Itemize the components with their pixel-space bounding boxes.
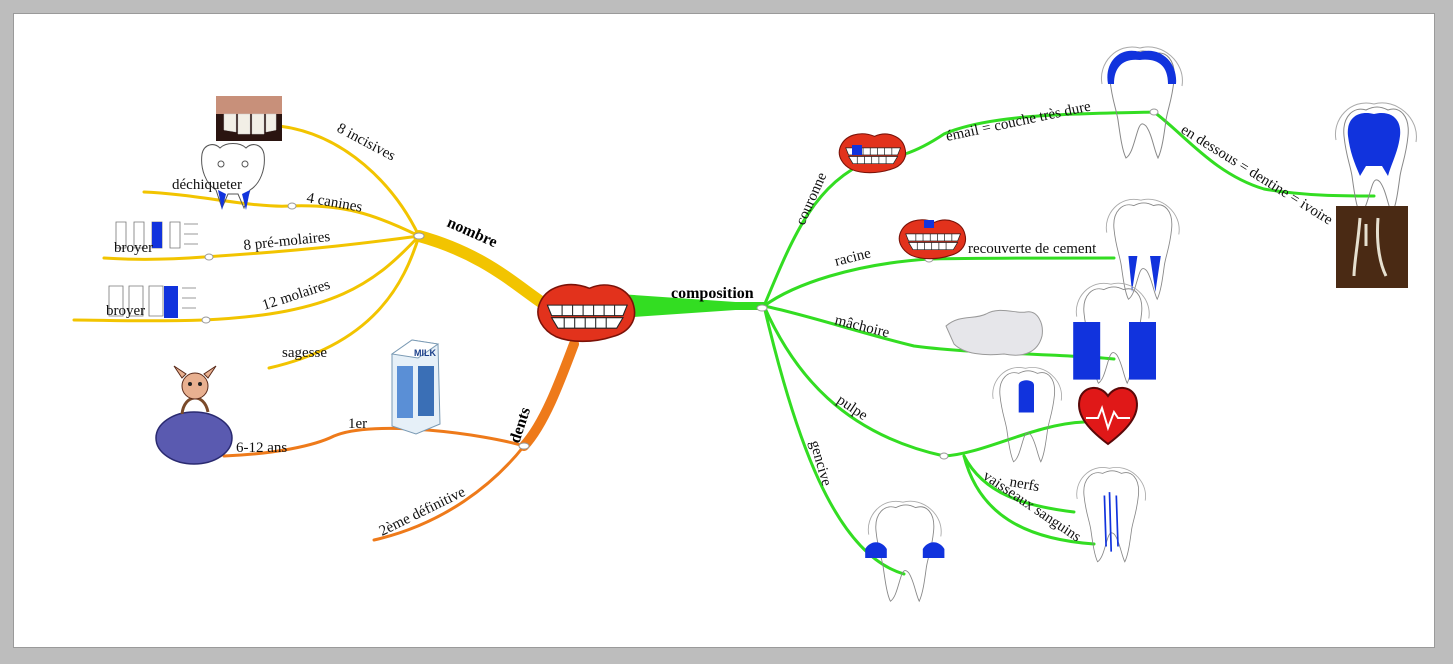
tooth-nerfs-diagram (1076, 466, 1146, 563)
label-broyer-molaires: broyer (106, 303, 145, 319)
connector-nombre (413, 230, 550, 310)
nombre-connectors (72, 124, 421, 370)
crown-highlight (852, 145, 862, 155)
connector-composition-taper (619, 294, 764, 318)
dents-connectors (222, 426, 526, 542)
label-premier: 1er (348, 416, 367, 432)
branch-label-composition: composition (671, 285, 754, 302)
heart-icon (1078, 387, 1138, 446)
tooth-machoire-diagram (1073, 282, 1156, 384)
label-machoire: mâchoire (833, 312, 891, 341)
label-broyer-premolaires: broyer (114, 240, 153, 256)
mind-map-canvas: MILK (13, 13, 1435, 648)
label-sagesse: sagesse (282, 345, 327, 361)
tooth-pulpe-diagram (992, 366, 1062, 463)
label-couronne: couronne (793, 170, 830, 228)
tooth-dentine-diagram (1334, 102, 1417, 215)
teeth-mouth-icon (537, 283, 636, 343)
label-dechiqueter: déchiqueter (172, 177, 242, 193)
tooth-racine-diagram (1105, 198, 1180, 300)
tooth-gencive-diagram (865, 500, 945, 602)
milk-carton-icon: MILK (390, 339, 441, 435)
tiger-canines-sketch (201, 143, 265, 210)
label-nerfs: nerfs (1008, 474, 1040, 495)
label-email: émail = couche très dure (945, 99, 1093, 145)
label-dentine: en dessous = dentine = ivoire (1178, 122, 1336, 229)
node-dots (201, 108, 1159, 460)
mind-map: MILK (72, 46, 1417, 602)
root-highlight (924, 220, 934, 228)
molar-diagram (108, 285, 196, 318)
label-definitive: 2ème définitive (377, 484, 469, 540)
composition-connectors (762, 110, 1376, 576)
milk-label: MILK (414, 348, 436, 358)
label-incisives: 8 incisives (334, 120, 398, 164)
label-6-12-ans: 6-12 ans (236, 440, 287, 456)
tooth-cross-section-photo (1336, 206, 1408, 288)
incisors-photo (216, 96, 282, 141)
label-canines: 4 canines (305, 190, 363, 216)
connector-dents (519, 339, 579, 451)
label-cement: recouverte de cement (968, 241, 1097, 257)
mouth-couronne-icon (838, 133, 907, 174)
tooth-email-diagram (1100, 46, 1183, 159)
purse-character-icon (155, 365, 233, 465)
premolar-diagram (115, 221, 198, 249)
jaw-bone-image (945, 309, 1043, 356)
